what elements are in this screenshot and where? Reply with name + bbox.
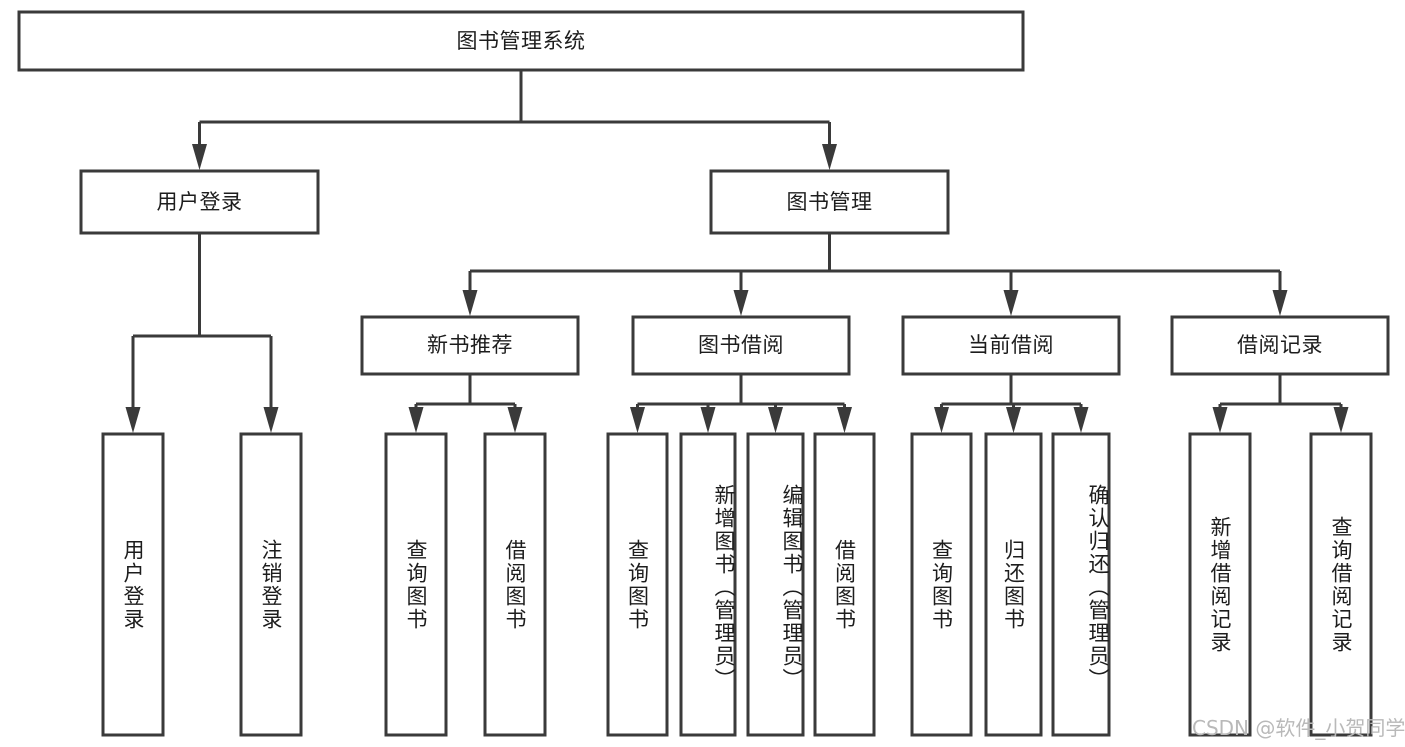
arrow-head-icon bbox=[822, 144, 837, 170]
arrow-head-icon bbox=[1073, 407, 1089, 433]
arrow-head-icon bbox=[1003, 290, 1019, 316]
arrow-head-icon bbox=[733, 290, 749, 316]
node-box-root[interactable] bbox=[17, 10, 1025, 72]
node-box-leaf-add-rec[interactable] bbox=[1188, 432, 1252, 737]
node-box-leaf-query-rec[interactable] bbox=[1309, 432, 1373, 737]
arrow-head-icon bbox=[192, 144, 207, 170]
arrow-head-icon bbox=[1333, 407, 1349, 433]
node-box-leaf-borrow-1[interactable] bbox=[483, 432, 547, 737]
node-box-borrow-record[interactable] bbox=[1170, 315, 1390, 376]
box-layer bbox=[17, 10, 1390, 737]
node-box-leaf-logout[interactable] bbox=[239, 432, 303, 737]
arrow-head-icon bbox=[462, 290, 478, 316]
arrow-head-icon bbox=[837, 407, 852, 433]
node-box-leaf-borrow-2[interactable] bbox=[813, 432, 876, 737]
node-box-user-login[interactable] bbox=[79, 169, 320, 235]
edge-group-user-login bbox=[125, 233, 279, 433]
arrow-head-icon bbox=[630, 407, 645, 433]
edge-group-root bbox=[192, 70, 837, 170]
node-box-leaf-query-2[interactable] bbox=[606, 432, 669, 737]
edge-group-borrow-record bbox=[1212, 374, 1349, 433]
arrow-head-icon bbox=[1006, 407, 1021, 433]
arrow-head-icon bbox=[263, 407, 279, 433]
edge-group-new-book-rec bbox=[408, 374, 523, 433]
node-box-leaf-return[interactable] bbox=[984, 432, 1043, 737]
node-box-leaf-user-login[interactable] bbox=[101, 432, 165, 737]
node-box-leaf-query-1[interactable] bbox=[384, 432, 448, 737]
arrow-head-icon bbox=[408, 407, 424, 433]
arrow-head-icon bbox=[700, 407, 716, 433]
node-box-current-borrow[interactable] bbox=[901, 315, 1121, 376]
edge-group-current-borrow bbox=[934, 374, 1089, 433]
node-box-leaf-edit-book[interactable] bbox=[746, 432, 805, 737]
arrow-head-icon bbox=[768, 407, 783, 433]
arrow-head-icon bbox=[507, 407, 523, 433]
arrow-head-icon bbox=[934, 407, 949, 433]
edge-group-book-borrow bbox=[630, 374, 852, 433]
node-box-new-book-rec[interactable] bbox=[360, 315, 580, 376]
arrow-head-icon bbox=[1212, 407, 1228, 433]
edge-group-book-manage bbox=[462, 233, 1288, 316]
node-box-leaf-confirm[interactable] bbox=[1051, 432, 1111, 737]
node-box-book-borrow[interactable] bbox=[631, 315, 851, 376]
node-box-leaf-add-book[interactable] bbox=[679, 432, 737, 737]
node-box-leaf-query-3[interactable] bbox=[910, 432, 973, 737]
arrow-head-icon bbox=[125, 407, 141, 433]
edge-layer bbox=[125, 70, 1349, 433]
arrow-head-icon bbox=[1272, 290, 1288, 316]
node-box-book-manage[interactable] bbox=[709, 169, 950, 235]
